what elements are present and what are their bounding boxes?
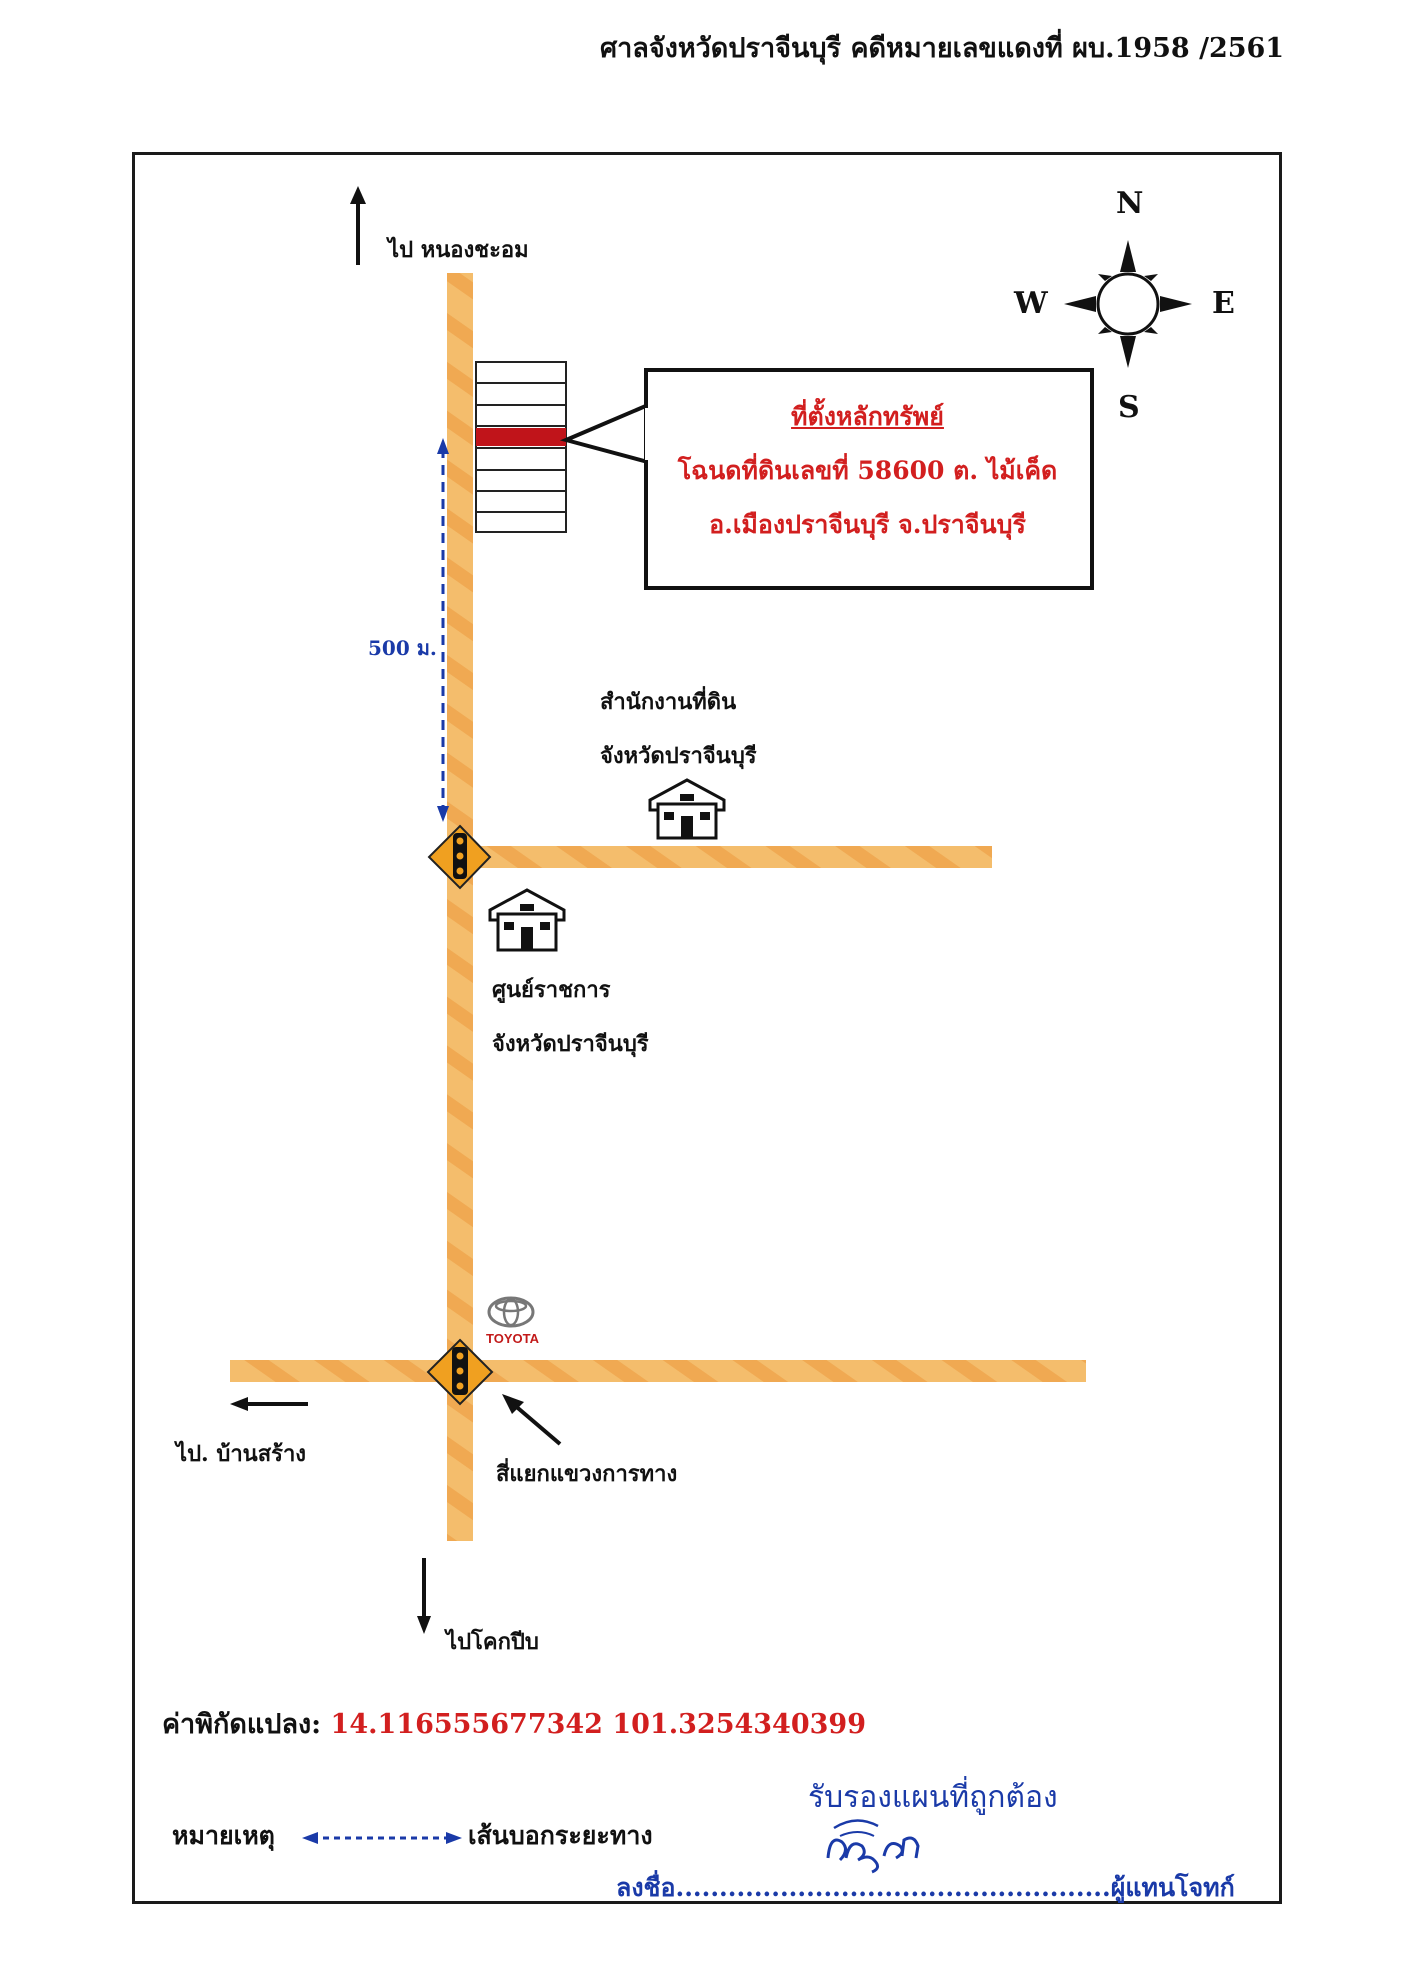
signature-line: ลงชื่อ..................................… [616,1868,1235,1908]
property-callout-text: ที่ตั้งหลักทรัพย์ โฉนดที่ดินเลขที่ 58600… [645,390,1090,552]
road-cross-lower [230,1360,1086,1382]
west-direction-arrow [230,1397,308,1411]
callout-title: ที่ตั้งหลักทรัพย์ [791,402,944,431]
intersection-label: สี่แยกแขวงการทาง [496,1461,678,1487]
sign-dots: ........................................… [675,1873,1111,1902]
intersection-pointer-arrow [502,1394,562,1446]
gov-center-label-line2: จังหวัดปราจีนบุรี [492,1031,649,1057]
compass-rose [1064,240,1192,368]
road-east-upper [460,846,992,868]
south-direction-arrow [417,1558,431,1634]
case-header: ศาลจังหวัดปราจีนบุรี คดีหมายเลขแดงที่ ผบ… [600,33,1285,64]
north-direction-arrow [350,186,366,265]
callout-location-line: อ.เมืองปราจีนบุรี จ.ปราจีนบุรี [709,510,1026,539]
traffic-signal-upper-icon [427,824,492,890]
north-direction-label: ไป หนองชะอม [388,237,529,263]
legend-label: หมายเหตุ [172,1821,275,1850]
certify-map-text: รับรองแผนที่ถูกต้อง [808,1780,1058,1815]
compass-n: N [1116,186,1144,221]
compass-w: W [1014,286,1048,321]
signature-scribble [826,1819,920,1874]
south-direction-label: ไปโคกปีบ [446,1629,539,1655]
west-direction-label: ไป. บ้านสร้าง [176,1441,307,1467]
compass-e: E [1212,286,1235,321]
distance-label: 500 ม. [368,636,437,660]
distance-indicator [437,438,449,822]
property-plots [475,361,567,533]
map-frame [132,152,1282,1904]
parcel-coordinates: ค่าพิกัดแปลง: 14.116555677342 101.325434… [162,1702,866,1745]
sign-label: ลงชื่อ [616,1873,676,1902]
main-road-vertical [447,273,473,1541]
land-office-label-line1: สำนักงานที่ดิน [600,689,737,715]
subject-plot-highlight [476,428,566,446]
land-office-label-line2: จังหวัดปราจีนบุรี [600,743,757,769]
legend-meaning: เส้นบอกระยะทาง [468,1821,653,1850]
property-callout-box [559,368,1094,590]
compass-s: S [1118,390,1140,425]
callout-deed-line: โฉนดที่ดินเลขที่ 58600 ต. ไม้เค็ด [677,456,1058,485]
sign-role: ผู้แทนโจทก์ [1110,1873,1235,1902]
traffic-signal-lower-icon [426,1338,494,1406]
toyota-label: TOYOTA [486,1331,539,1346]
government-center-building-icon [488,888,566,952]
coordinates-value: 14.116555677342 101.3254340399 [330,1709,866,1740]
legend-distance-line [302,1832,462,1844]
coordinates-label: ค่าพิกัดแปลง: [162,1709,322,1740]
land-office-building-icon [648,778,726,840]
toyota-logo-icon [487,1296,535,1328]
gov-center-label-line1: ศูนย์ราชการ [492,977,611,1003]
